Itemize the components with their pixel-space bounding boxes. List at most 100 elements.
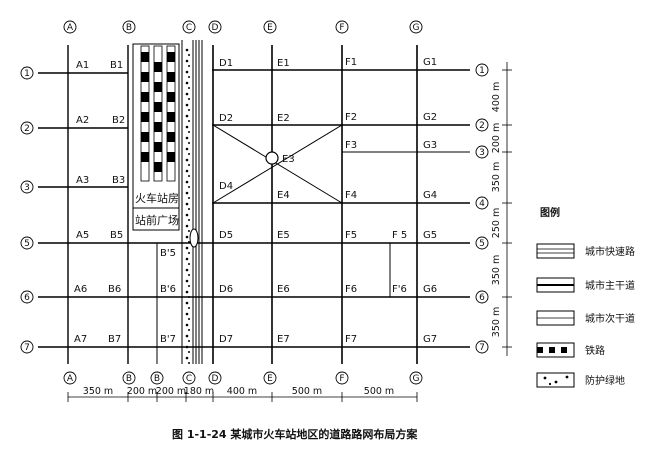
legend-label-railway: 铁路 — [585, 344, 605, 357]
railway-icon — [536, 342, 575, 358]
legend-label-expressway: 城市快速路 — [585, 245, 635, 258]
green-belt-dots — [185, 48, 190, 364]
node-label: B5 — [110, 230, 123, 241]
node-label: F4 — [345, 190, 357, 201]
horizontal-dimension-label: 500 m — [292, 386, 322, 397]
vertical-dimension-label: 250 m — [491, 208, 502, 238]
row-marker-left: 5 — [20, 236, 34, 250]
horizontal-dimension-label: 180 m — [184, 386, 214, 397]
svg-text:6: 6 — [479, 293, 485, 303]
node-label: G2 — [423, 112, 437, 123]
svg-text:4: 4 — [479, 199, 485, 209]
station-area-outline — [132, 43, 180, 231]
svg-text:7: 7 — [24, 343, 30, 353]
expressway-icon — [536, 243, 575, 259]
node-label: D1 — [219, 58, 233, 69]
station-building-label: 火车站房 — [135, 191, 179, 205]
vertical-dimension-label: 400 m — [491, 82, 502, 112]
column-marker-top: A — [63, 20, 77, 34]
node-label: A5 — [76, 230, 89, 241]
svg-text:F: F — [339, 23, 344, 33]
node-label: A2 — [76, 115, 89, 126]
svg-text:1: 1 — [479, 66, 485, 76]
column-marker-top: E — [263, 20, 277, 34]
horizontal-dimension-label: 500 m — [364, 386, 394, 397]
station-plaza-label: 站前广场 — [135, 213, 179, 227]
rail-crossing-symbol — [189, 228, 199, 248]
legend-label-secondary-road: 城市次干道 — [585, 312, 635, 325]
column-marker-bottom: A — [63, 371, 77, 385]
svg-text:B: B — [126, 23, 132, 33]
column-markers-top: A B C D E F G — [63, 20, 423, 34]
node-label: B3 — [112, 175, 125, 186]
svg-text:3: 3 — [479, 148, 485, 158]
row-marker-left: 7 — [20, 340, 34, 354]
column-marker-bottom: G — [409, 371, 423, 385]
node-label: G6 — [423, 284, 437, 295]
road-diagonal-2 — [212, 124, 343, 204]
node-label: B2 — [112, 115, 125, 126]
svg-text:D: D — [212, 374, 219, 384]
node-label: D7 — [219, 334, 233, 345]
svg-text:D: D — [212, 23, 219, 33]
road-network — [38, 45, 470, 364]
node-label: E2 — [277, 113, 290, 124]
node-label: F'6 — [392, 284, 407, 295]
node-label: E5 — [277, 230, 290, 241]
svg-text:C: C — [186, 23, 192, 33]
svg-text:B: B — [126, 374, 132, 384]
roundabout-e3 — [265, 151, 279, 165]
column-marker-bottom: D — [208, 371, 222, 385]
node-label: B1 — [110, 60, 123, 71]
node-label: A1 — [76, 60, 89, 71]
row-marker-left: 6 — [20, 290, 34, 304]
node-label: D6 — [219, 284, 233, 295]
railway-track-blocks — [141, 52, 175, 172]
node-label: G3 — [423, 140, 437, 151]
svg-text:B: B — [154, 374, 160, 384]
svg-text:F: F — [339, 374, 344, 384]
vertical-dimension-label: 350 m — [491, 255, 502, 285]
svg-text:E: E — [267, 374, 273, 384]
node-label: A6 — [74, 284, 87, 295]
legend-label-main-road: 城市主干道 — [585, 279, 635, 292]
svg-text:A: A — [67, 374, 74, 384]
node-label: G1 — [423, 57, 437, 68]
horizontal-dimension-label: 400 m — [227, 386, 257, 397]
railway-track-2 — [153, 45, 163, 182]
node-label: G4 — [423, 190, 437, 201]
column-marker-bottom: E — [263, 371, 277, 385]
node-label: E1 — [277, 58, 290, 69]
node-label: A3 — [76, 175, 89, 186]
row-marker-right: 3 — [475, 145, 489, 159]
row-marker-left: 1 — [20, 66, 34, 80]
node-label: F2 — [345, 112, 357, 123]
column-marker-bottom: B — [122, 371, 136, 385]
node-label: F5 — [345, 230, 357, 241]
node-label: E4 — [277, 190, 290, 201]
row-markers-left: 1 2 3 5 6 7 — [20, 66, 34, 354]
node-label: F3 — [345, 140, 357, 151]
main-road-icon — [536, 277, 575, 293]
figure-caption: 图 1-1-24 某城市火车站地区的道路路网布局方案 — [172, 427, 418, 441]
column-marker-bottom: F — [335, 371, 349, 385]
node-label: E3 — [282, 154, 295, 165]
node-label: F 5 — [392, 230, 407, 241]
node-label: E7 — [277, 334, 290, 345]
svg-text:3: 3 — [24, 183, 30, 193]
horizontal-dimension-line — [67, 392, 418, 402]
railway-tracks — [140, 45, 176, 182]
node-label: B'7 — [160, 334, 176, 345]
row-marker-left: 2 — [20, 121, 34, 135]
horizontal-dimension-label: 200 m — [127, 386, 157, 397]
svg-text:G: G — [413, 23, 420, 33]
node-label: D2 — [219, 113, 233, 124]
svg-text:6: 6 — [24, 293, 30, 303]
node-label: B'5 — [160, 248, 176, 259]
vertical-dimension-label: 350 m — [491, 307, 502, 337]
corridor-c — [181, 40, 203, 364]
